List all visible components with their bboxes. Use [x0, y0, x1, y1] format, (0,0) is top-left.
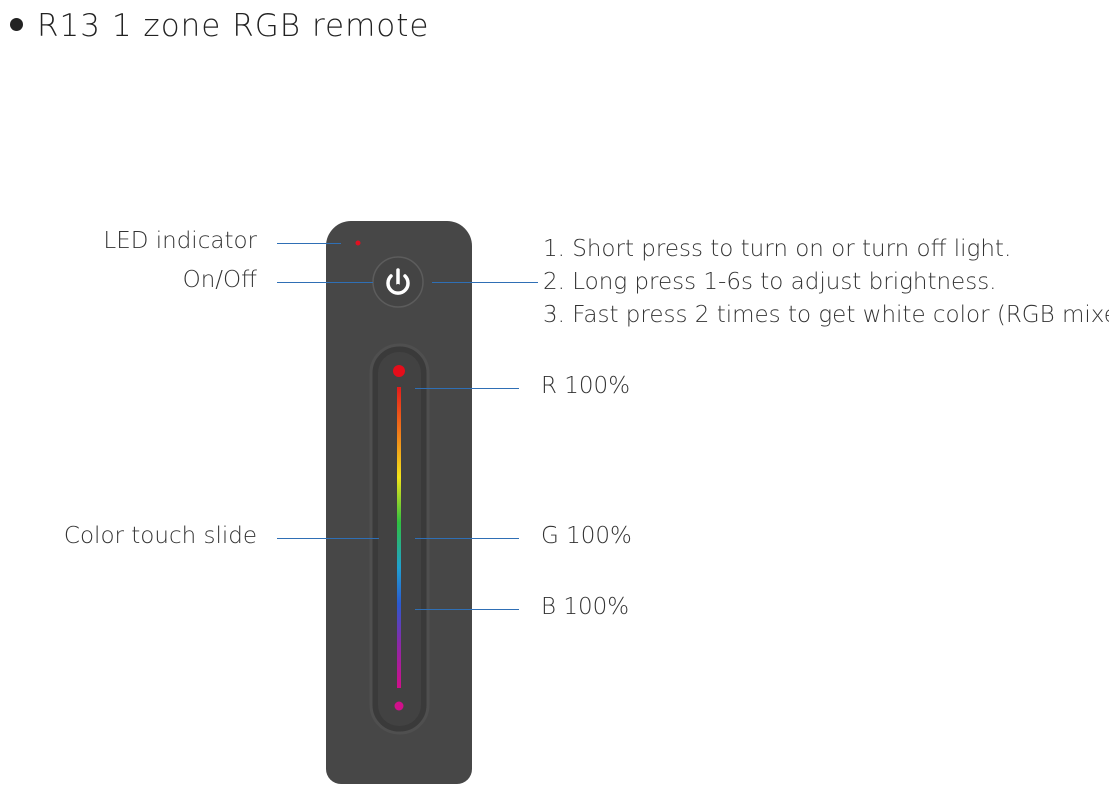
- leader-line: [415, 609, 519, 610]
- bullet-icon: [10, 18, 23, 31]
- instruction-2: 2. Long press 1-6s to adjust brightness.: [543, 269, 997, 295]
- power-button[interactable]: [372, 256, 424, 308]
- on-off-label: On/Off: [182, 267, 257, 293]
- color-touch-slide-label: Color touch slide: [63, 523, 257, 549]
- b-label: B 100%: [541, 594, 630, 620]
- rgb-strip: [397, 387, 401, 688]
- leader-line: [415, 538, 519, 539]
- led-indicator-label: LED indicator: [103, 228, 257, 254]
- title-text: R13 1 zone RGB remote: [37, 8, 430, 44]
- leader-line: [277, 243, 341, 244]
- leader-line: [277, 538, 379, 539]
- red-dot-icon: [393, 365, 405, 377]
- leader-line: [277, 282, 373, 283]
- led-indicator-icon: [355, 240, 361, 246]
- page-title: R13 1 zone RGB remote: [10, 8, 429, 44]
- power-icon: [386, 274, 410, 295]
- instruction-1: 1. Short press to turn on or turn off li…: [543, 236, 1012, 262]
- instruction-3: 3. Fast press 2 times to get white color…: [543, 302, 1109, 328]
- leader-line: [432, 282, 538, 283]
- leader-line: [415, 388, 519, 389]
- r-label: R 100%: [541, 373, 631, 399]
- g-label: G 100%: [541, 523, 632, 549]
- magenta-dot-icon: [394, 701, 404, 711]
